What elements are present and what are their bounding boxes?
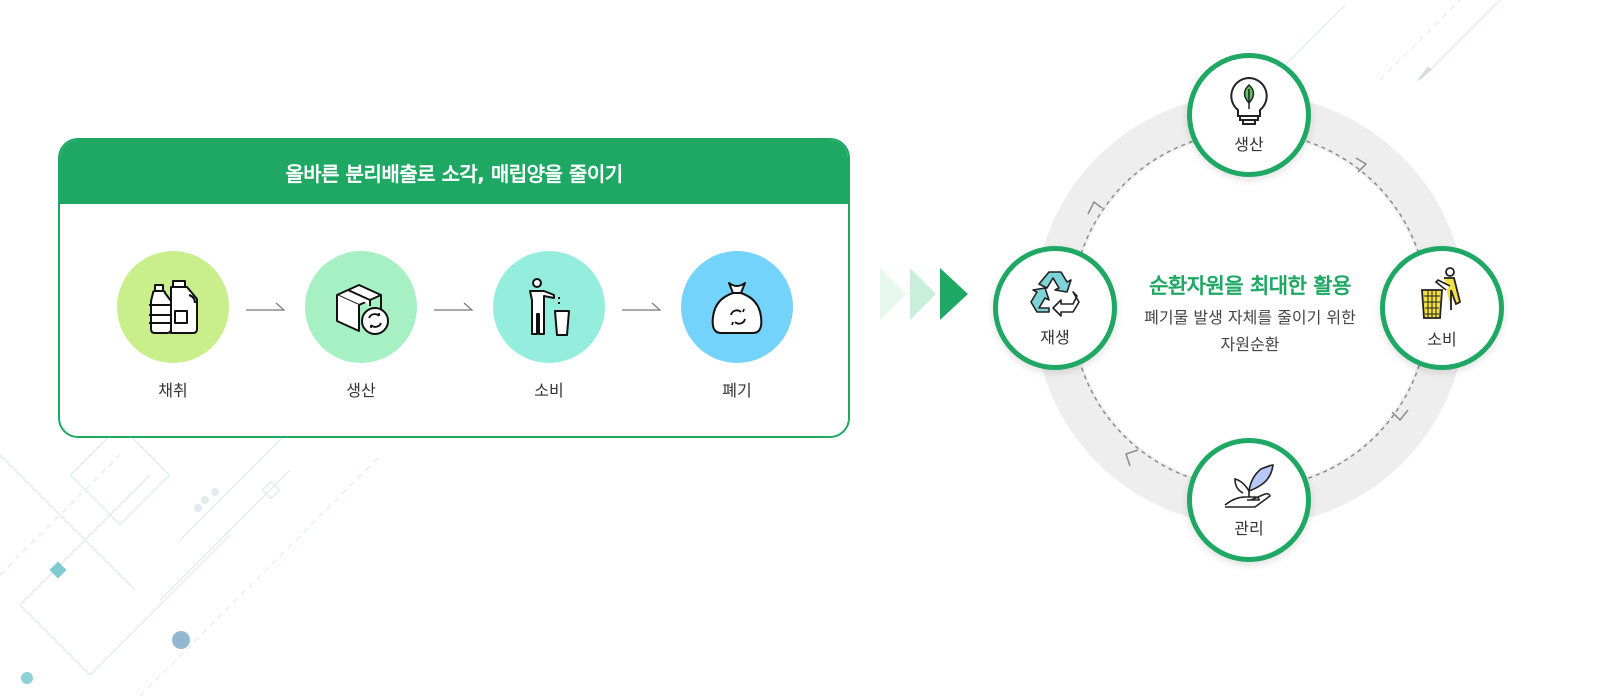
step-circle: [493, 251, 605, 363]
linear-economy-card: 올바른 분리배출로 소각, 매립양을 줄이기 채취: [58, 138, 850, 438]
cycle-node-production: 생산: [1187, 53, 1311, 177]
step-extraction: 채취: [117, 251, 229, 401]
person-trash-icon: [529, 278, 570, 336]
step-label: 폐기: [722, 381, 752, 400]
bottle-jug-icon: [149, 280, 198, 334]
card-header: 올바른 분리배출로 소각, 매립양을 줄이기: [60, 140, 848, 204]
arrow-right-icon: [246, 302, 286, 311]
arrow-right-icon: [622, 302, 662, 311]
step-label: 소비: [534, 381, 564, 400]
cycle-center-text: 순환자원을 최대한 활용 폐기물 발생 자체를 줄이기 위한 자원순환: [1120, 270, 1380, 358]
node-label: 재생: [1040, 328, 1070, 347]
cycle-desc-line2: 자원순환: [1220, 335, 1280, 354]
trash-bag-icon: [711, 282, 763, 334]
lightbulb-leaf-icon: [1230, 76, 1268, 125]
trash-can-icon: [1421, 267, 1462, 319]
step-production: 생산: [305, 251, 417, 401]
step-label: 채취: [158, 381, 188, 400]
step-label: 생산: [346, 381, 376, 400]
step-consumption: 소비: [493, 251, 605, 401]
cycle-description: 폐기물 발생 자체를 줄이기 위한 자원순환: [1120, 304, 1380, 358]
arrow-right-icon: [434, 302, 474, 311]
cycle-desc-line1: 폐기물 발생 자체를 줄이기 위한: [1144, 308, 1356, 327]
node-label: 생산: [1234, 135, 1264, 154]
cycle-node-consumption: 소비: [1380, 246, 1504, 370]
node-label: 소비: [1427, 330, 1457, 349]
step-circle: [681, 251, 793, 363]
cycle-node-management: 관리: [1187, 438, 1311, 562]
recycle-icon: [1030, 271, 1080, 317]
step-disposal: 폐기: [681, 251, 793, 401]
cycle-node-recycling: 재생: [993, 246, 1117, 370]
recycle-box-icon: [336, 284, 389, 335]
step-circle: [305, 251, 417, 363]
cycle-title: 순환자원을 최대한 활용: [1149, 274, 1351, 298]
chevron-right-icon: [880, 268, 968, 320]
node-label: 관리: [1234, 519, 1264, 538]
hand-sprout-icon: [1224, 464, 1274, 508]
step-circle: [117, 251, 229, 363]
